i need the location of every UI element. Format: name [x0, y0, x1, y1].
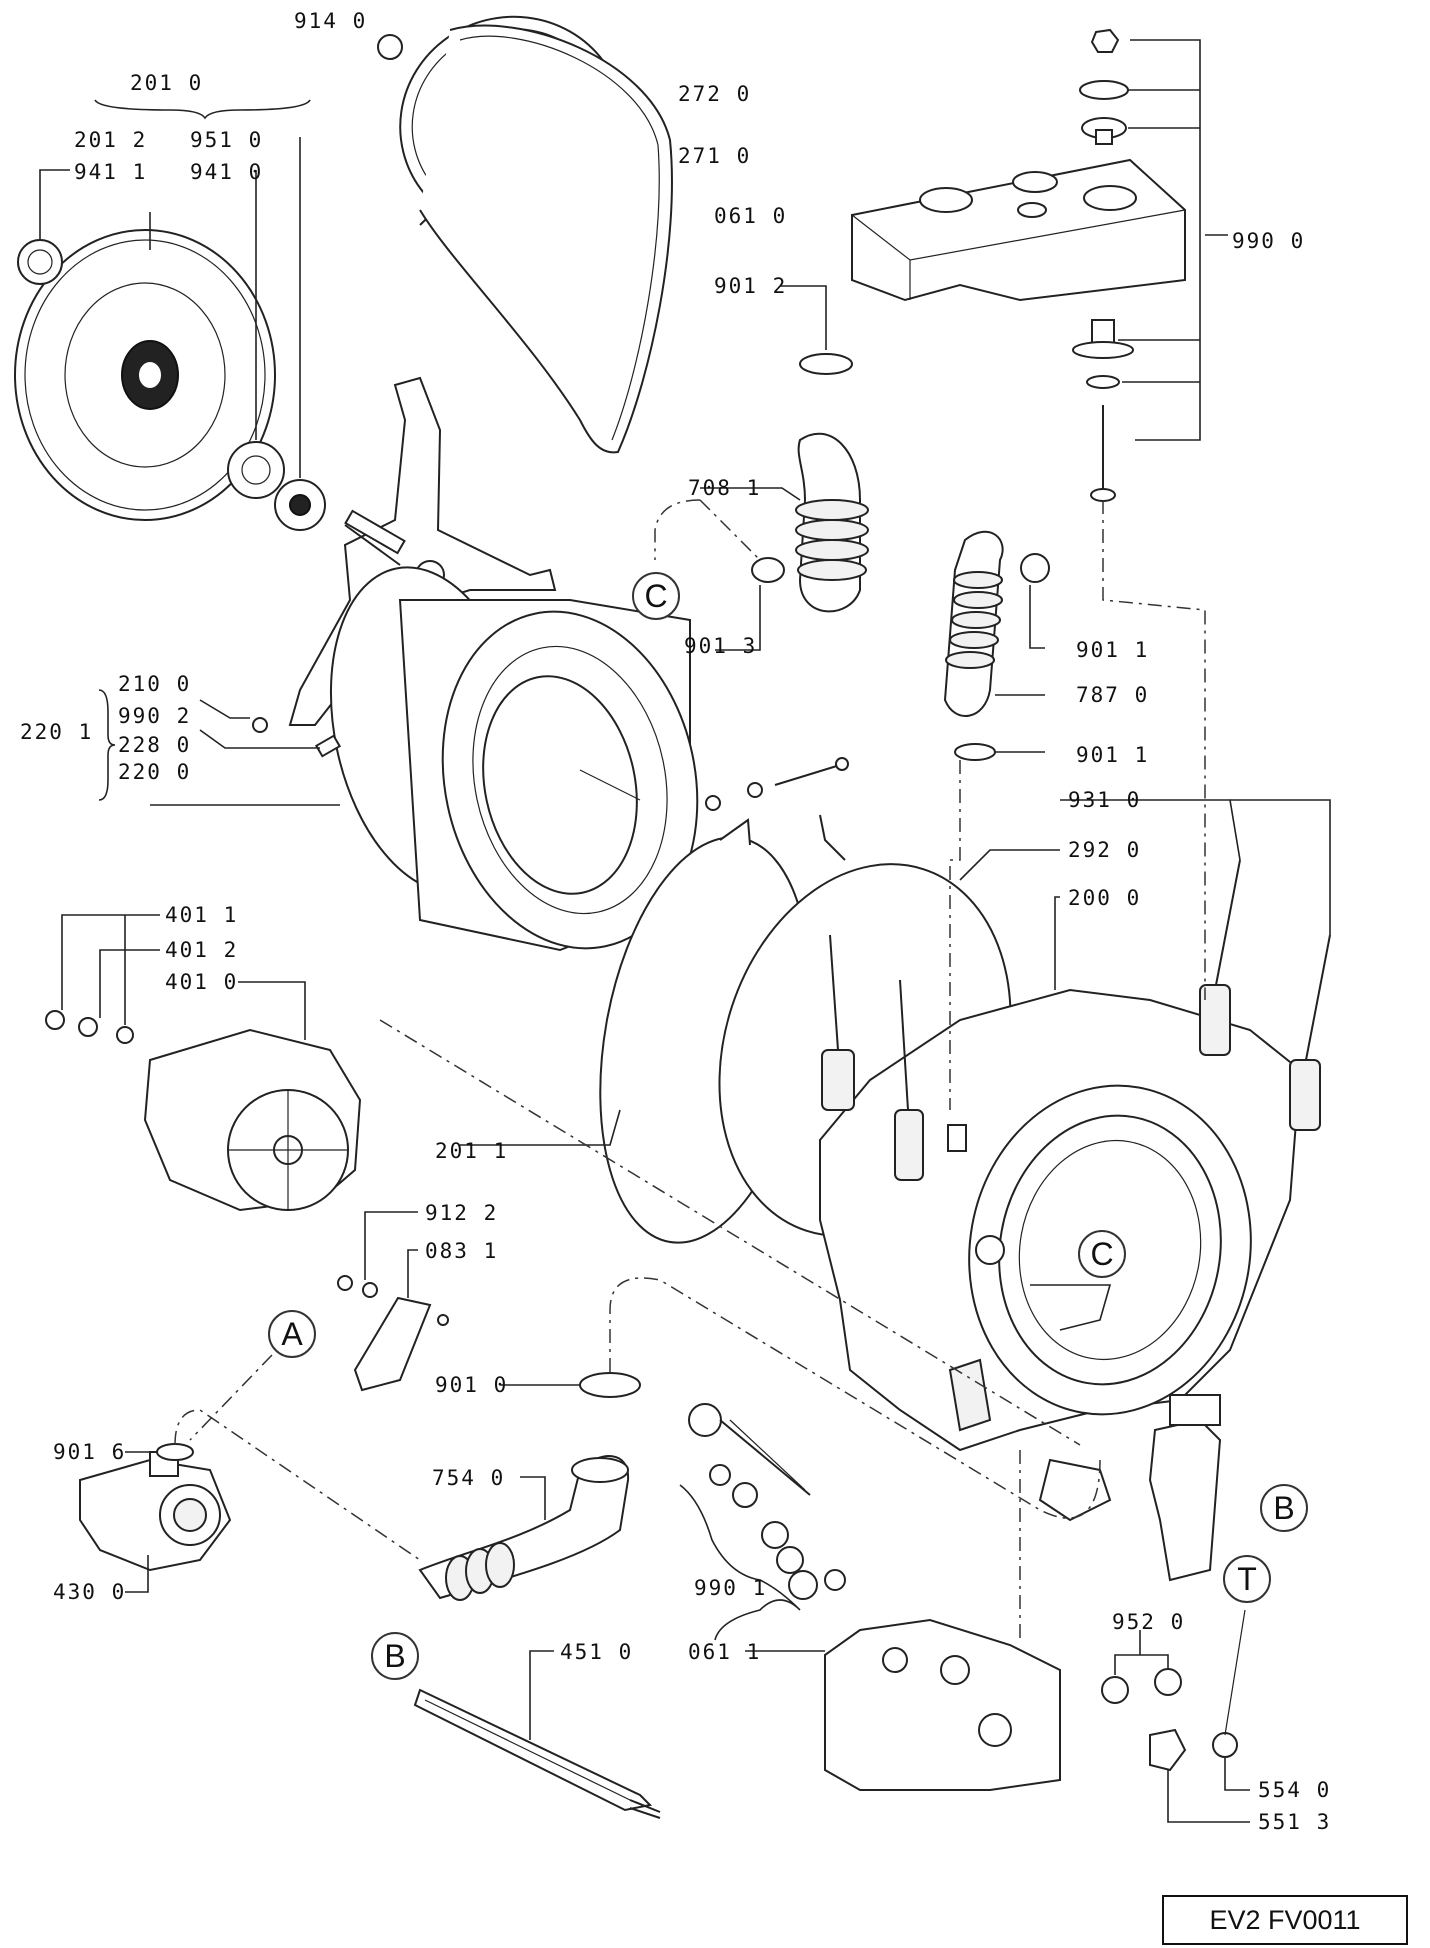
label-4011: 401 1	[165, 903, 239, 927]
label-7870: 787 0	[1076, 683, 1150, 707]
label-9013: 901 3	[684, 634, 758, 658]
label-9411: 941 1	[74, 160, 148, 184]
heater	[413, 1650, 661, 1819]
drive-belt	[419, 24, 673, 454]
tub-leader-lines	[460, 799, 1331, 1331]
label-2000: 200 0	[1068, 886, 1142, 910]
clamp-9010	[379, 1019, 1101, 1519]
label-9016: 901 6	[53, 1440, 127, 1464]
label-9122: 912 2	[425, 1201, 499, 1225]
label-5540: 554 0	[1258, 1778, 1332, 1802]
label-7081: 708 1	[688, 476, 762, 500]
tub-half-rear	[14, 229, 276, 521]
document-code-box: EV2 FV0011	[1162, 1895, 1408, 1945]
label-9012: 901 2	[714, 274, 788, 298]
drain-pump	[79, 1354, 421, 1593]
label-9310: 931 0	[1068, 788, 1142, 812]
label-0611: 061 1	[688, 1640, 762, 1664]
label-0831: 083 1	[425, 1239, 499, 1263]
label-4510: 451 0	[560, 1640, 634, 1664]
lower-counterweight	[745, 1450, 1061, 1791]
tub-springs	[821, 859, 1331, 1181]
hose-clamp-9012	[780, 285, 853, 375]
bracket-0831	[337, 1211, 449, 1392]
label-9410: 941 0	[190, 160, 264, 184]
label-2200: 220 0	[118, 760, 192, 784]
tub	[819, 988, 1302, 1582]
label-9140: 914 0	[294, 9, 368, 33]
seal-rings	[1101, 1630, 1182, 1704]
bearings	[17, 99, 326, 531]
upper-counterweight	[851, 158, 1186, 302]
label-9902: 990 2	[118, 704, 192, 728]
label-2010: 201 0	[130, 71, 204, 95]
label-2710: 271 0	[678, 144, 752, 168]
label-2720: 272 0	[678, 82, 752, 106]
label-9520: 952 0	[1112, 1610, 1186, 1634]
drum-bolts	[705, 757, 849, 811]
label-9011-a: 901 1	[1076, 638, 1150, 662]
label-2280: 228 0	[118, 733, 192, 757]
label-2012: 201 2	[74, 128, 148, 152]
callout-c-top: C	[632, 572, 680, 620]
callout-t-right: T	[1223, 1555, 1271, 1603]
callout-b-left: B	[371, 1632, 419, 1680]
counterweight-fixing-kit	[1072, 28, 1228, 502]
callout-c-tub: C	[1078, 1230, 1126, 1278]
label-2920: 292 0	[1068, 838, 1142, 862]
label-9510: 951 0	[190, 128, 264, 152]
label-0610: 061 0	[714, 204, 788, 228]
label-9900: 990 0	[1232, 229, 1306, 253]
callout-a-left: A	[268, 1310, 316, 1358]
shock-absorber-kit	[679, 1403, 846, 1641]
hose-7870	[943, 500, 1206, 1110]
label-4012: 401 2	[165, 938, 239, 962]
callout-b-right: B	[1260, 1484, 1308, 1532]
hose-7081	[654, 432, 869, 651]
drum	[98, 566, 699, 952]
label-2011: 201 1	[435, 1139, 509, 1163]
label-2100: 210 0	[118, 672, 192, 696]
label-4300: 430 0	[53, 1580, 127, 1604]
drain-hose	[418, 1455, 630, 1601]
label-5513: 551 3	[1258, 1810, 1332, 1834]
label-7540: 754 0	[432, 1466, 506, 1490]
temperature-sensor	[1149, 1609, 1250, 1823]
motor	[45, 914, 362, 1212]
label-9011-b: 901 1	[1076, 743, 1150, 767]
label-2201: 220 1	[20, 720, 94, 744]
label-9010: 901 0	[435, 1373, 509, 1397]
label-4010: 401 0	[165, 970, 239, 994]
label-9901: 990 1	[694, 1576, 768, 1600]
